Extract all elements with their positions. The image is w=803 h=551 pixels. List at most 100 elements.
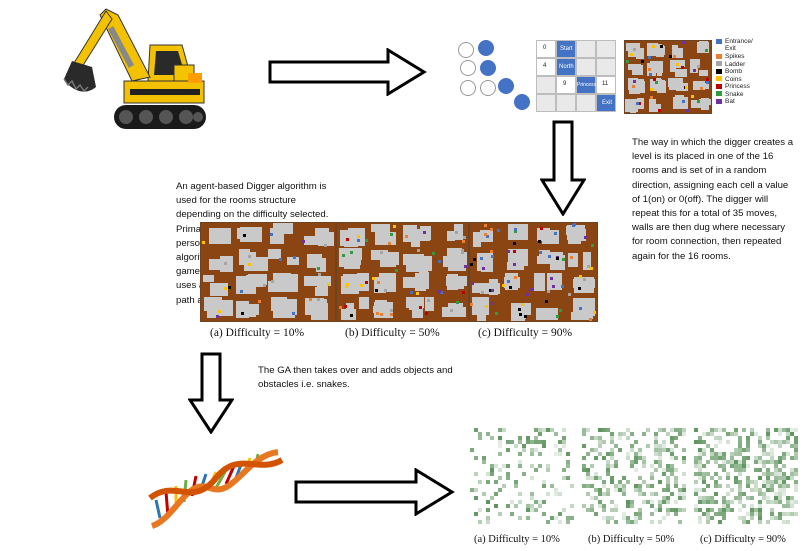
north-label: North [559,64,574,70]
legend-label: Coins [725,75,742,83]
cell-label: 9 [563,81,567,87]
heat-cell [498,436,502,440]
heat-cell [726,492,730,496]
room-block [276,306,296,318]
map-object [495,311,499,315]
heat-cell [778,512,782,516]
map-object [657,108,661,112]
heat-cell [786,500,790,504]
room-block [346,284,355,293]
heat-cell [754,468,758,472]
heat-cell [526,508,530,512]
heat-cell [486,500,490,504]
heat-cell [522,444,526,448]
heat-cell [742,448,746,452]
dna-helix-icon [148,449,284,529]
heat-cell [694,488,698,492]
room-block [212,261,229,270]
heat-cell [490,436,494,440]
heat-cell [786,476,790,480]
heat-cell [766,428,770,432]
map-object [518,312,522,316]
heat-cell [638,512,642,516]
heat-cell [662,500,666,504]
heat-cell [714,512,718,516]
heat-cell [614,444,618,448]
heat-cell [786,484,790,488]
map-object [554,232,558,236]
map-object [681,41,685,45]
heat-cell [758,520,762,524]
heat-cell [774,428,778,432]
heat-cell [778,476,782,480]
map-object [539,226,543,230]
heat-cell [714,452,718,456]
heat-cell [698,456,702,460]
heat-cell [730,452,734,456]
heat-cell [498,428,502,432]
heat-cell [626,428,630,432]
heat-cell [758,436,762,440]
room-block [700,98,709,110]
map-object [590,267,594,271]
heat-cell [530,464,534,468]
map-object [530,288,534,292]
heat-cell [750,488,754,492]
room-block [627,49,641,57]
heat-cell [750,428,754,432]
map-object [455,301,459,305]
map-object [690,95,694,99]
heat-cell [546,428,550,432]
heat-cell [542,444,546,448]
heat-cell [594,472,598,476]
map-object [518,307,522,311]
heat-cell [626,520,630,524]
map-object [635,101,639,105]
heat-cell [698,436,702,440]
legend-swatch [716,91,722,97]
heat-cell [670,428,674,432]
heat-cell [786,504,790,508]
heat-cell [698,448,702,452]
heat-cell [778,472,782,476]
heat-cell [754,480,758,484]
heat-cell [650,472,654,476]
heat-cell [518,464,522,468]
heat-cell [770,480,774,484]
cell-label: 0 [543,45,547,51]
map-object [393,224,396,228]
heat-cell [766,480,770,484]
heat-cell [654,436,658,440]
heat-cell [758,460,762,464]
heat-cell [662,440,666,444]
heat-cell [506,504,510,508]
heat-cell [706,520,710,524]
heat-cell [718,484,722,488]
heat-cell [650,520,654,524]
map-object [365,281,369,285]
map-object [472,258,476,262]
heat-cell [626,480,630,484]
heat-cell [766,444,770,448]
heat-cell [558,512,562,516]
heat-cell [790,428,794,432]
heat-cell [662,496,666,500]
heat-cell [766,436,770,440]
heat-cell [726,476,730,480]
heat-cell [714,492,718,496]
heat-cell [586,492,590,496]
heat-cell [618,480,622,484]
map-object [228,286,232,290]
heat-cell [498,452,502,456]
heat-cell [758,516,762,520]
map-object [546,290,550,294]
heat-cell [758,440,762,444]
heat-cell [742,428,746,432]
heat-cell [638,492,642,496]
map-object [461,290,465,294]
heat-cell [550,428,554,432]
heat-cell [698,464,702,468]
heat-cell [590,484,594,488]
heat-cell [566,452,570,456]
map-object [539,251,543,255]
